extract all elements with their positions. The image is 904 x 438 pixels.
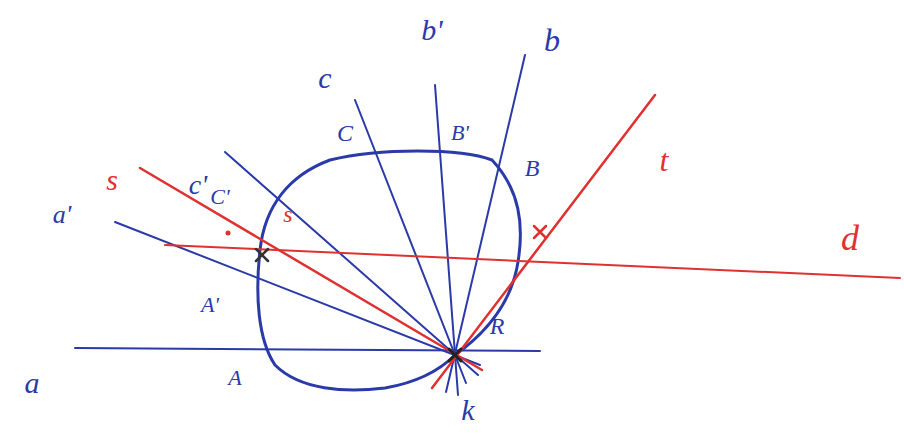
point-label: B <box>525 156 540 180</box>
point-label: t <box>660 144 669 176</box>
point-label: A' <box>201 294 219 316</box>
point-label: a <box>25 368 40 398</box>
point-label: a' <box>53 202 72 228</box>
point-label: b <box>544 24 560 56</box>
point-label: R <box>490 314 505 338</box>
point-label: B' <box>451 122 469 144</box>
point-label: s <box>283 202 292 226</box>
point-label: s <box>106 165 118 195</box>
point-label: d <box>841 220 859 256</box>
point-label: c <box>318 63 331 93</box>
point-label: b' <box>421 15 442 45</box>
point-label: c' <box>189 171 207 199</box>
point-label: C <box>337 121 353 145</box>
point-label: A <box>228 367 241 389</box>
point-label: C' <box>210 186 229 208</box>
point-label: k <box>461 395 474 425</box>
